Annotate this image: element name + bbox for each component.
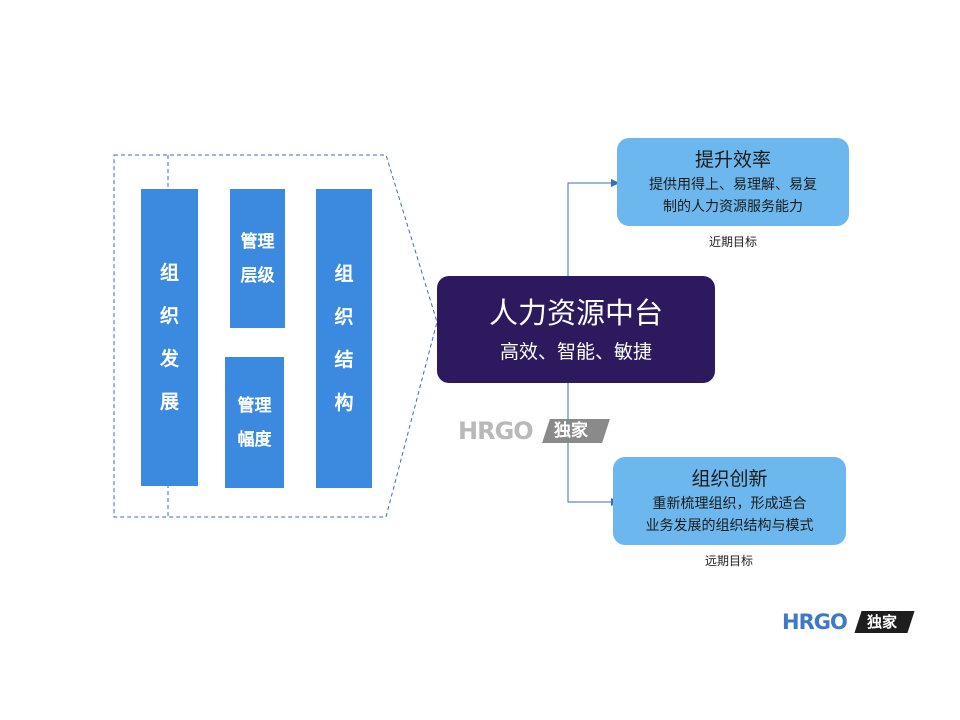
pillar-organization-development: 组织发展 [141, 189, 198, 486]
efficiency-card-desc-line2: 制的人力资源服务能力 [663, 199, 803, 215]
watermark-center: HRGO 独家 [458, 416, 623, 446]
efficiency-card-desc-line1: 提供用得上、易理解、易复 [649, 177, 817, 193]
pillar-management-span: 管理幅度 [225, 357, 284, 488]
watermark-center-tag: 独家 [554, 421, 588, 441]
logo-tag: 独家 [867, 613, 898, 631]
hr-middle-platform-box: 人力资源中台 高效、智能、敏捷 [437, 276, 715, 383]
efficiency-card-title: 提升效率 [694, 149, 771, 171]
pillar-management-span-label: 管理幅度 [237, 395, 272, 450]
innovation-card: 组织创新 重新梳理组织，形成适合 业务发展的组织结构与模式 [613, 457, 846, 545]
long-term-goal-label: 远期目标 [704, 554, 753, 568]
innovation-card-title: 组织创新 [691, 468, 768, 490]
efficiency-card: 提升效率 提供用得上、易理解、易复 制的人力资源服务能力 [617, 138, 849, 226]
center-subtitle: 高效、智能、敏捷 [499, 340, 652, 363]
pillar-organization-development-label: 组织发展 [159, 261, 179, 413]
pillar-management-levels-label: 管理层级 [240, 231, 275, 286]
innovation-card-desc-line2: 业务发展的组织结构与模式 [645, 518, 814, 534]
hrgo-logo: HRGO 独家 [782, 609, 917, 635]
watermark-center-brand: HRGO [458, 417, 534, 445]
short-term-goal-label: 近期目标 [708, 235, 757, 249]
logo-brand: HRGO [782, 610, 848, 634]
pillar-organization-structure: 组织结构 [316, 189, 372, 488]
arrow-head-top [611, 179, 620, 187]
innovation-card-desc-line1: 重新梳理组织，形成适合 [652, 496, 807, 512]
center-title: 人力资源中台 [488, 295, 663, 330]
pillar-organization-structure-label: 组织结构 [334, 262, 354, 414]
pillar-management-levels: 管理层级 [230, 189, 285, 328]
